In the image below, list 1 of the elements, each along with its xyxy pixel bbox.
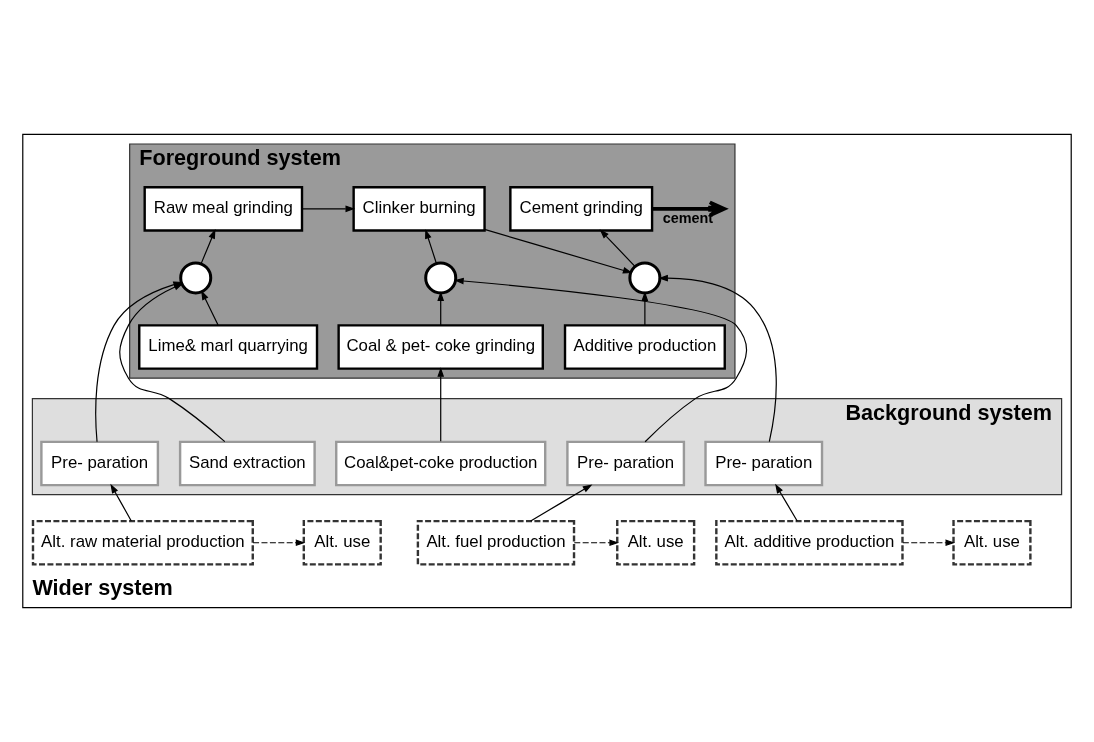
- edge-label: cement: [662, 209, 714, 226]
